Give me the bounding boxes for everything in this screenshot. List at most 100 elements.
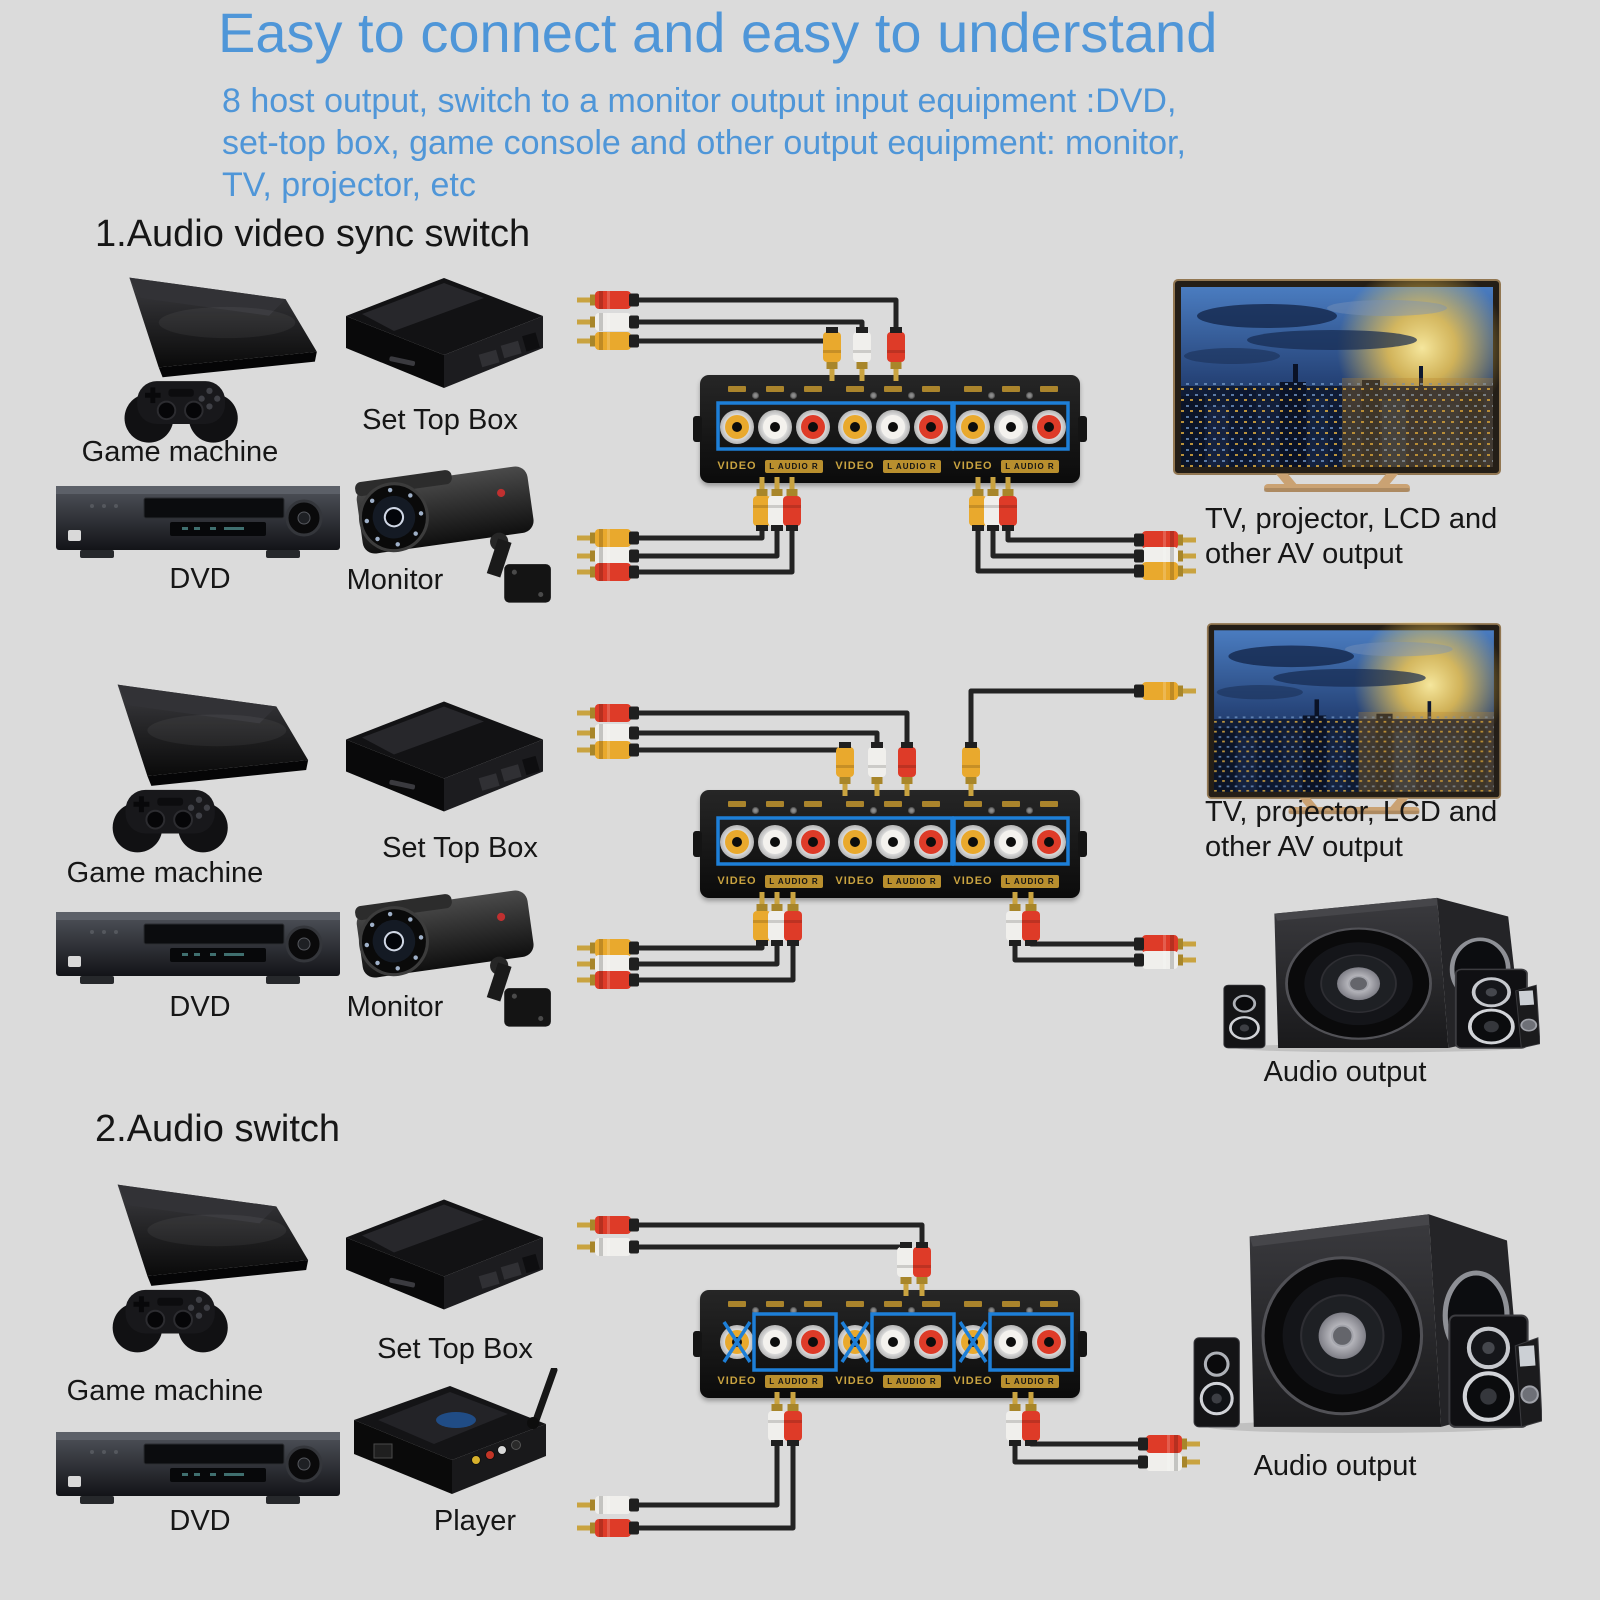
port-id-chip: [922, 386, 940, 392]
screw: [1026, 1307, 1033, 1314]
screw: [790, 392, 797, 399]
rca-red-plug-icon: [1022, 1392, 1040, 1446]
av-switch-2: VIDEO L AUDIO R VIDEO L AUDIO R VIDEO L …: [693, 790, 1087, 898]
rca-white-connector-icon: [1138, 1453, 1200, 1471]
rca-audio-right-port: [1032, 410, 1066, 444]
rca-yellow-plug-icon: [753, 477, 771, 531]
port-id-chip: [846, 386, 864, 392]
section2-heading: 2.Audio switch: [95, 1108, 341, 1150]
screw: [908, 392, 915, 399]
rca-white-plug-icon: [768, 1392, 786, 1446]
port-id-chip: [846, 801, 864, 807]
switch-side-tab: [693, 1331, 702, 1357]
rca-red-plug-icon: [887, 327, 905, 381]
dvd-label: DVD: [169, 991, 231, 1023]
section1-heading: 1.Audio video sync switch: [95, 213, 531, 255]
d1-input-cable-top: [577, 291, 905, 381]
rca-white-connector-icon: [577, 955, 639, 973]
port-id-chip: [884, 801, 902, 807]
video-port-label: VIDEO: [835, 875, 875, 887]
rca-white-plug-icon: [768, 477, 786, 531]
rca-audio-right-port: [796, 410, 830, 444]
set-top-box-label: Set Top Box: [382, 832, 538, 864]
audio-port-label: L AUDIO R: [1001, 460, 1059, 473]
rca-video-port: [838, 410, 872, 444]
d1-output-cable-bottom-right: [969, 477, 1196, 580]
game-machine-label: Game machine: [81, 436, 279, 468]
tv-image: [1206, 622, 1502, 818]
port-id-chip: [922, 1301, 940, 1307]
screw: [752, 807, 759, 814]
screw: [908, 1307, 915, 1314]
rca-video-port: [720, 410, 754, 444]
rca-red-plug-icon: [1022, 892, 1040, 946]
port-id-chip: [766, 1301, 784, 1307]
player-label: Player: [433, 1505, 517, 1537]
port-id-chip: [884, 386, 902, 392]
rca-yellow-plug-icon: [823, 327, 841, 381]
dvd-player-image: [52, 898, 344, 994]
rca-video-port: [956, 825, 990, 859]
rca-audio-right-port: [1032, 825, 1066, 859]
screw: [870, 392, 877, 399]
game-machine-image: [68, 668, 326, 878]
av-switch-body: VIDEO L AUDIO R VIDEO L AUDIO R VIDEO L …: [693, 375, 1087, 483]
rca-red-connector-icon: [577, 563, 639, 581]
rca-yellow-plug-icon: [836, 742, 854, 796]
rca-audio-left-port: [994, 1325, 1028, 1359]
av-switch-body: VIDEO L AUDIO R VIDEO L AUDIO R VIDEO L …: [693, 790, 1087, 898]
rca-white-connector-icon: [577, 1238, 639, 1256]
rca-yellow-connector-icon: [577, 939, 639, 957]
video-port-label: VIDEO: [953, 875, 993, 887]
audio-port-label: L AUDIO R: [1001, 1375, 1059, 1388]
port-id-chip: [922, 801, 940, 807]
rca-yellow-connector-icon: [577, 529, 639, 547]
speakers-image: [1192, 1196, 1542, 1434]
screw: [790, 1307, 797, 1314]
audio-output-label: Audio output: [1253, 1450, 1417, 1482]
monitor-label: Monitor: [346, 991, 444, 1023]
rca-yellow-connector-icon: [577, 332, 639, 350]
rca-audio-left-port: [876, 410, 910, 444]
screw: [870, 1307, 877, 1314]
switch-side-tab: [693, 831, 702, 857]
port-id-chip: [766, 801, 784, 807]
rca-yellow-plug-icon: [962, 742, 980, 796]
video-port-label: VIDEO: [835, 1375, 875, 1387]
page-subtitle: 8 host output, switch to a monitor outpu…: [222, 80, 1186, 206]
audio-port-label: L AUDIO R: [883, 875, 941, 888]
set-top-box-image: [332, 690, 557, 828]
screw: [1026, 807, 1033, 814]
game-machine-label: Game machine: [66, 1375, 264, 1407]
port-id-chip: [1002, 1301, 1020, 1307]
rca-yellow-plug-icon: [969, 477, 987, 531]
screw: [870, 807, 877, 814]
rca-audio-left-port: [994, 410, 1028, 444]
dvd-player-image: [52, 1418, 344, 1514]
video-port-label: VIDEO: [717, 460, 757, 472]
port-id-chip: [804, 386, 822, 392]
rca-audio-left-port: [758, 410, 792, 444]
dvd-label: DVD: [169, 563, 231, 595]
d2-video-out-cable: [962, 682, 1196, 796]
rca-audio-right-port: [914, 410, 948, 444]
rca-red-plug-icon: [898, 742, 916, 796]
port-id-chip: [1040, 1301, 1058, 1307]
rca-red-connector-icon: [577, 1216, 639, 1234]
rca-video-port: [720, 1325, 754, 1359]
tv-image: [1172, 278, 1502, 496]
port-id-chip: [804, 801, 822, 807]
rca-red-connector-icon: [577, 291, 639, 309]
d3-input-cable-top: [577, 1216, 931, 1296]
switch-side-tab: [1078, 1331, 1087, 1357]
video-port-label: VIDEO: [717, 1375, 757, 1387]
rca-red-connector-icon: [577, 704, 639, 722]
d1-input-cable-bottom-left: [577, 477, 801, 581]
monitor-label: Monitor: [346, 564, 444, 596]
rca-red-plug-icon: [784, 1392, 802, 1446]
rca-red-connector-icon: [1138, 1435, 1200, 1453]
screw: [988, 392, 995, 399]
audio-port-label: L AUDIO R: [765, 1375, 823, 1388]
switch-side-tab: [1078, 831, 1087, 857]
